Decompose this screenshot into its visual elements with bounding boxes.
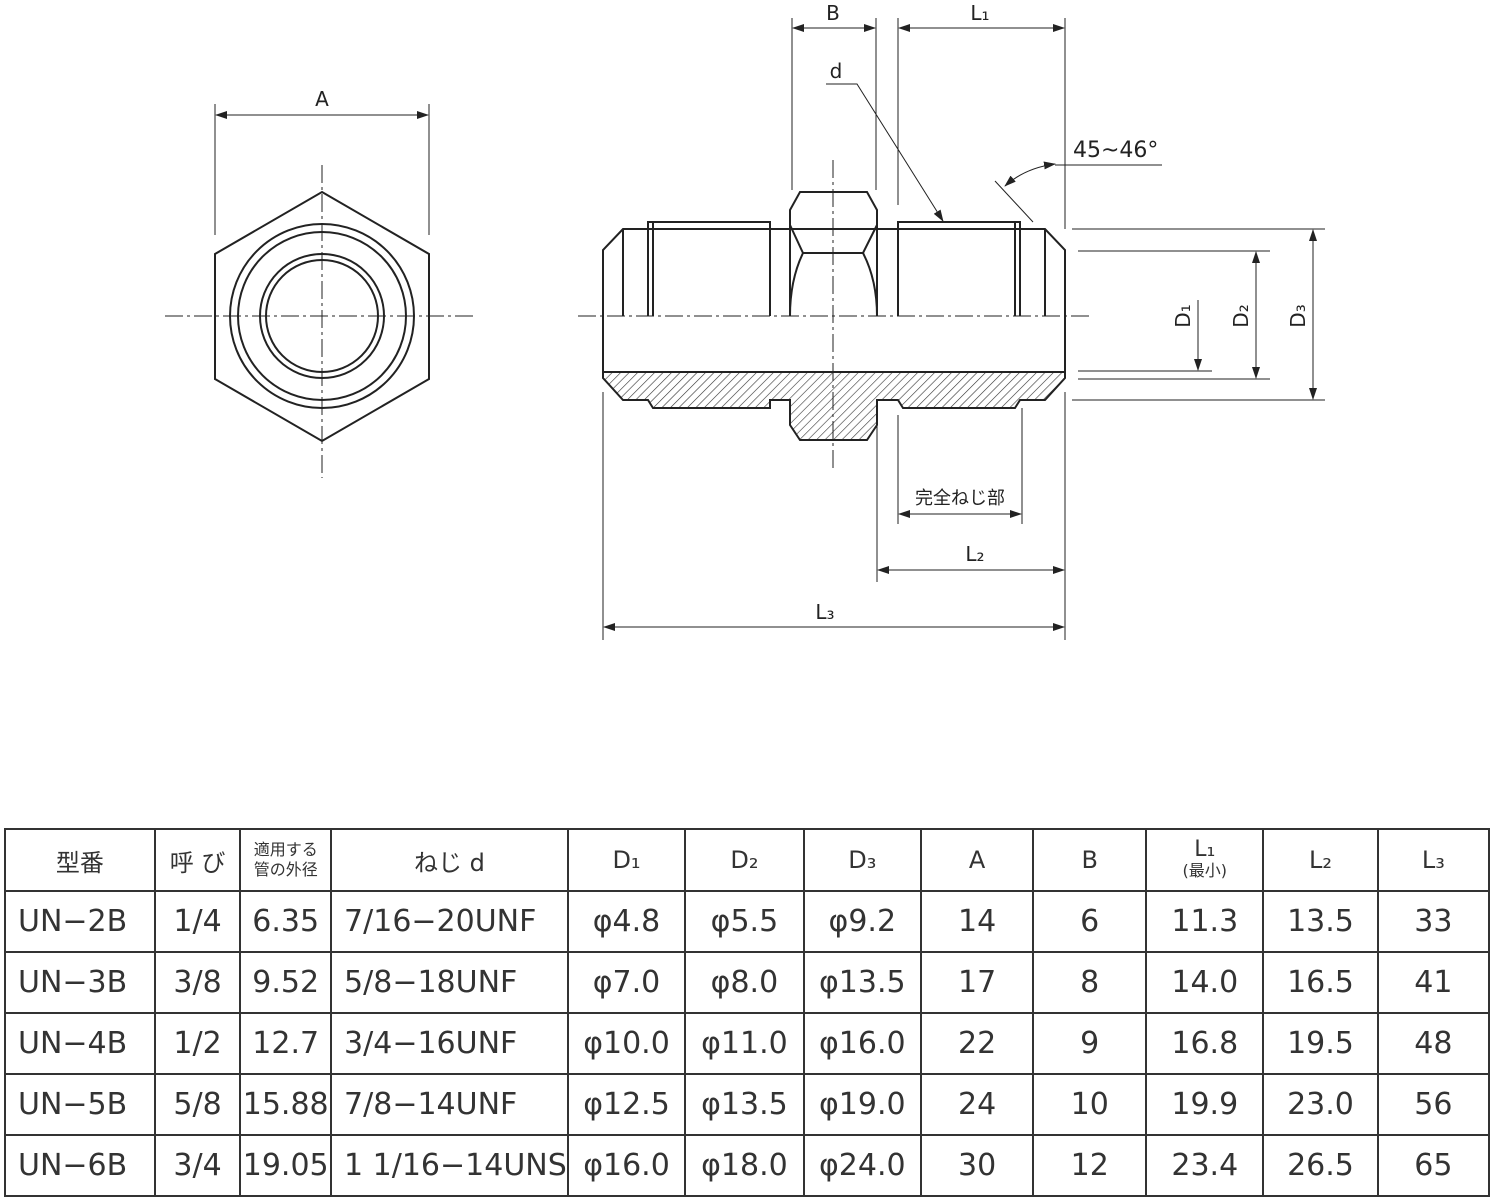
cell-L1: 11.3 [1145, 890, 1265, 953]
header-pipe-od: 適用する管の外径 [239, 828, 333, 892]
cell-D2: φ11.0 [684, 1012, 805, 1075]
cell-nominal: 5/8 [153, 1073, 242, 1136]
header-L3: L₃ [1376, 828, 1491, 892]
header-D1: D₁ [566, 828, 687, 892]
cell-L2: 19.5 [1262, 1012, 1379, 1075]
cell-nominal: 1/4 [153, 890, 242, 953]
cell-model: UN−6B [4, 1134, 156, 1197]
cell-L3: 41 [1376, 951, 1491, 1014]
cell-L3: 56 [1376, 1073, 1491, 1136]
cell-L1: 14.0 [1145, 951, 1265, 1014]
cell-L2: 13.5 [1262, 890, 1379, 953]
cell-pipe-od: 12.7 [239, 1012, 333, 1075]
cell-D3: φ16.0 [802, 1012, 923, 1075]
header-B: B [1032, 828, 1148, 892]
cell-B: 12 [1032, 1134, 1148, 1197]
cell-model: UN−3B [4, 951, 156, 1014]
header-L1-min: (最小) [1182, 860, 1228, 880]
label-A: A [315, 87, 329, 111]
spec-table: 型番 呼 び 適用する管の外径 ねじ d D₁ D₂ D₃ A B L₁(最小)… [4, 828, 1491, 1197]
cell-pipe-od: 15.88 [239, 1073, 333, 1136]
table-header-row: 型番 呼 び 適用する管の外径 ねじ d D₁ D₂ D₃ A B L₁(最小)… [4, 828, 1491, 892]
header-L1-label: L₁ [1194, 836, 1216, 862]
header-pipe-od-line1: 適用する [253, 840, 318, 859]
cell-nominal: 3/8 [153, 951, 242, 1014]
cell-L1: 23.4 [1145, 1134, 1265, 1197]
cell-model: UN−2B [4, 890, 156, 953]
header-model: 型番 [4, 828, 156, 892]
cell-D1: φ7.0 [566, 951, 687, 1014]
cell-A: 22 [920, 1012, 1035, 1075]
cell-pipe-od: 6.35 [239, 890, 333, 953]
label-D3: D₃ [1286, 304, 1310, 327]
label-angle: 45~46° [1073, 138, 1158, 163]
label-L1: L₁ [970, 1, 989, 25]
label-L3: L₃ [815, 600, 834, 624]
header-D2: D₂ [684, 828, 805, 892]
label-d: d [830, 59, 843, 83]
technical-drawing: A [165, 1, 1325, 640]
cell-nominal: 3/4 [153, 1134, 242, 1197]
cell-model: UN−4B [4, 1012, 156, 1075]
header-A: A [920, 828, 1035, 892]
cell-thread: 3/4−16UNF [330, 1012, 569, 1075]
label-L2: L₂ [965, 542, 984, 566]
cell-nominal: 1/2 [153, 1012, 242, 1075]
cell-L2: 26.5 [1262, 1134, 1379, 1197]
dimension-lines [602, 18, 1325, 640]
header-pipe-od-line2: 管の外径 [253, 860, 318, 879]
cell-thread: 1 1/16−14UNS [330, 1134, 569, 1197]
cell-pipe-od: 9.52 [239, 951, 333, 1014]
label-D1: D₁ [1171, 304, 1195, 327]
cell-B: 8 [1032, 951, 1148, 1014]
cell-B: 9 [1032, 1012, 1148, 1075]
cell-A: 14 [920, 890, 1035, 953]
cell-L3: 33 [1376, 890, 1491, 953]
dimension-A [214, 104, 430, 235]
cell-A: 30 [920, 1134, 1035, 1197]
header-L2: L₂ [1262, 828, 1379, 892]
cell-D3: φ13.5 [802, 951, 923, 1014]
cell-L1: 19.9 [1145, 1073, 1265, 1136]
header-thread: ねじ d [330, 828, 569, 892]
cell-pipe-od: 19.05 [239, 1134, 333, 1197]
label-full-thread: 完全ねじ部 [915, 488, 1005, 509]
front-view-hex [165, 165, 475, 478]
cell-thread: 7/8−14UNF [330, 1073, 569, 1136]
cell-A: 17 [920, 951, 1035, 1014]
cell-L1: 16.8 [1145, 1012, 1265, 1075]
cell-D3: φ9.2 [802, 890, 923, 953]
cell-D2: φ18.0 [684, 1134, 805, 1197]
cell-D1: φ16.0 [566, 1134, 687, 1197]
cell-L3: 48 [1376, 1012, 1491, 1075]
cell-model: UN−5B [4, 1073, 156, 1136]
cell-B: 6 [1032, 890, 1148, 953]
side-view-union [578, 160, 1090, 470]
header-D3: D₃ [802, 828, 923, 892]
cell-A: 24 [920, 1073, 1035, 1136]
header-L1: L₁(最小) [1145, 828, 1265, 892]
cell-B: 10 [1032, 1073, 1148, 1136]
cell-D3: φ19.0 [802, 1073, 923, 1136]
header-nominal: 呼 び [153, 828, 242, 892]
cell-L2: 23.0 [1262, 1073, 1379, 1136]
cell-D2: φ8.0 [684, 951, 805, 1014]
cell-thread: 5/8−18UNF [330, 951, 569, 1014]
cell-D2: φ13.5 [684, 1073, 805, 1136]
cell-L2: 16.5 [1262, 951, 1379, 1014]
cell-D1: φ10.0 [566, 1012, 687, 1075]
label-B: B [826, 1, 840, 25]
cell-thread: 7/16−20UNF [330, 890, 569, 953]
cell-D1: φ4.8 [566, 890, 687, 953]
cell-D2: φ5.5 [684, 890, 805, 953]
label-D2: D₂ [1229, 304, 1253, 327]
cell-D1: φ12.5 [566, 1073, 687, 1136]
cell-L3: 65 [1376, 1134, 1491, 1197]
cell-D3: φ24.0 [802, 1134, 923, 1197]
